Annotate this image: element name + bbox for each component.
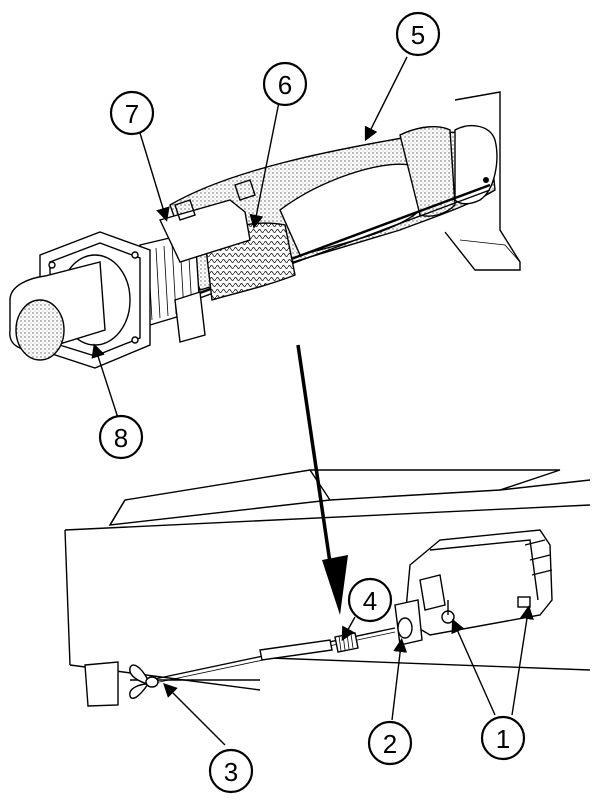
propeller [129, 664, 159, 700]
detail-pointer-arrowhead [322, 555, 348, 615]
drive-line [129, 617, 413, 700]
boat-hull [64, 469, 591, 707]
detail-pointer-arrow [296, 344, 336, 591]
callout-1: 1 [480, 715, 526, 761]
propeller-shaft-end [9, 261, 106, 361]
callout-label-3: 3 [224, 757, 238, 787]
leader-lines [91, 56, 534, 746]
callout-label-1: 1 [496, 724, 510, 754]
callout-label-6: 6 [278, 70, 292, 100]
callout-7: 7 [109, 90, 155, 136]
callout-4: 4 [347, 577, 393, 623]
shaft-seal-cutaway [9, 91, 521, 369]
callout-5: 5 [395, 11, 441, 57]
callout-label-7: 7 [125, 99, 139, 129]
callout-label-4: 4 [363, 586, 377, 616]
callout-8: 8 [98, 414, 144, 460]
callout-2: 2 [367, 720, 413, 766]
callout-label-2: 2 [383, 729, 397, 759]
callout-label-5: 5 [411, 20, 425, 50]
callout-6: 6 [262, 61, 308, 107]
callout-label-8: 8 [114, 423, 128, 453]
callout-3: 3 [208, 748, 254, 794]
engine [394, 529, 553, 646]
